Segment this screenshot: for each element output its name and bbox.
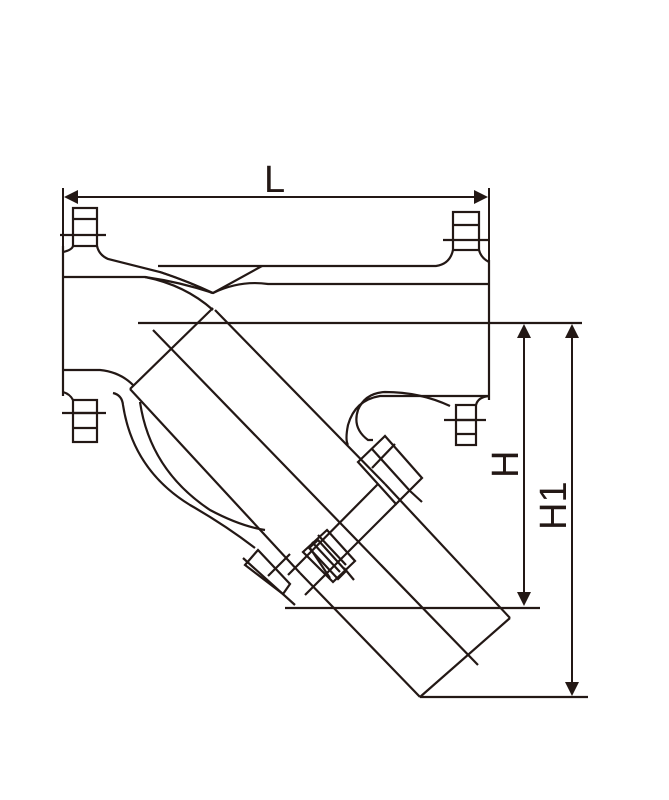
right-flange [262,210,491,447]
strainer-cap [285,483,588,699]
dimension-label-H1: H1 [533,481,575,530]
dimension-H: H [485,324,531,606]
dimension-H1: H1 [533,324,579,696]
dimension-label-L: L [264,159,285,201]
left-flange [60,206,213,444]
screen-housing [112,307,479,666]
body-outline [63,264,582,446]
dimension-L: L [62,159,490,260]
cover-flange [242,434,424,606]
dimension-label-H: H [485,451,527,478]
